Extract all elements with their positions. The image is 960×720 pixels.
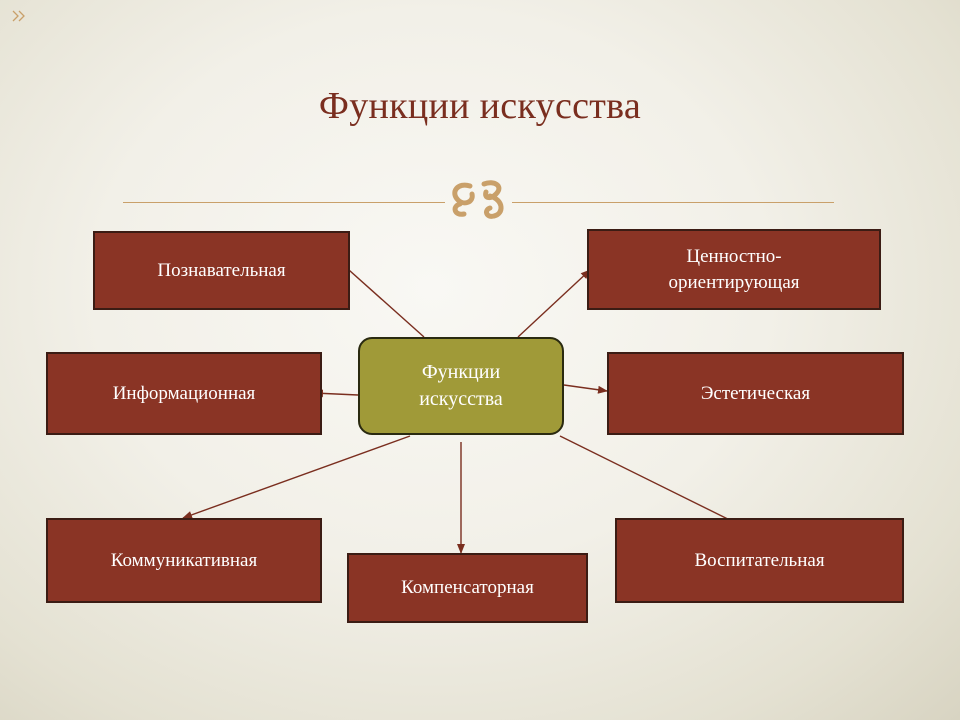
node-cennostno-line1: Ценностно- bbox=[686, 245, 782, 267]
node-cennostno-orientiruyushchaya: Ценностно- ориентирующая bbox=[587, 229, 881, 310]
arrow-to-kommunikativnaya bbox=[182, 435, 411, 519]
center-node-line2: искусства bbox=[419, 388, 503, 410]
title-divider-left bbox=[123, 202, 445, 203]
corner-ornament-icon bbox=[12, 10, 25, 22]
arrow-to-poznavatelnaya bbox=[339, 261, 425, 338]
node-vospitatelnaya: Воспитательная bbox=[615, 518, 904, 603]
node-kompensatornaya: Компенсаторная bbox=[347, 553, 588, 623]
node-esteticheskaya: Эстетическая bbox=[607, 352, 904, 435]
arrow-to-esteticheskaya bbox=[563, 384, 608, 394]
slide-title: Функции искусства bbox=[318, 85, 642, 127]
arrow-to-vospitatelnaya bbox=[559, 435, 753, 532]
title-divider-right bbox=[512, 202, 834, 203]
node-cennostno-line2: ориентирующая bbox=[668, 271, 800, 293]
center-node: Функции искусства bbox=[358, 337, 564, 435]
node-kommunikativnaya: Коммуникативная bbox=[46, 518, 322, 603]
center-node-line1: Функции bbox=[421, 361, 501, 383]
node-informacionnaya: Информационная bbox=[46, 352, 322, 435]
arrow-to-cennostno bbox=[517, 269, 591, 338]
node-poznavatelnaya: Познавательная bbox=[93, 231, 350, 310]
flourish-ornament-icon bbox=[452, 180, 504, 219]
